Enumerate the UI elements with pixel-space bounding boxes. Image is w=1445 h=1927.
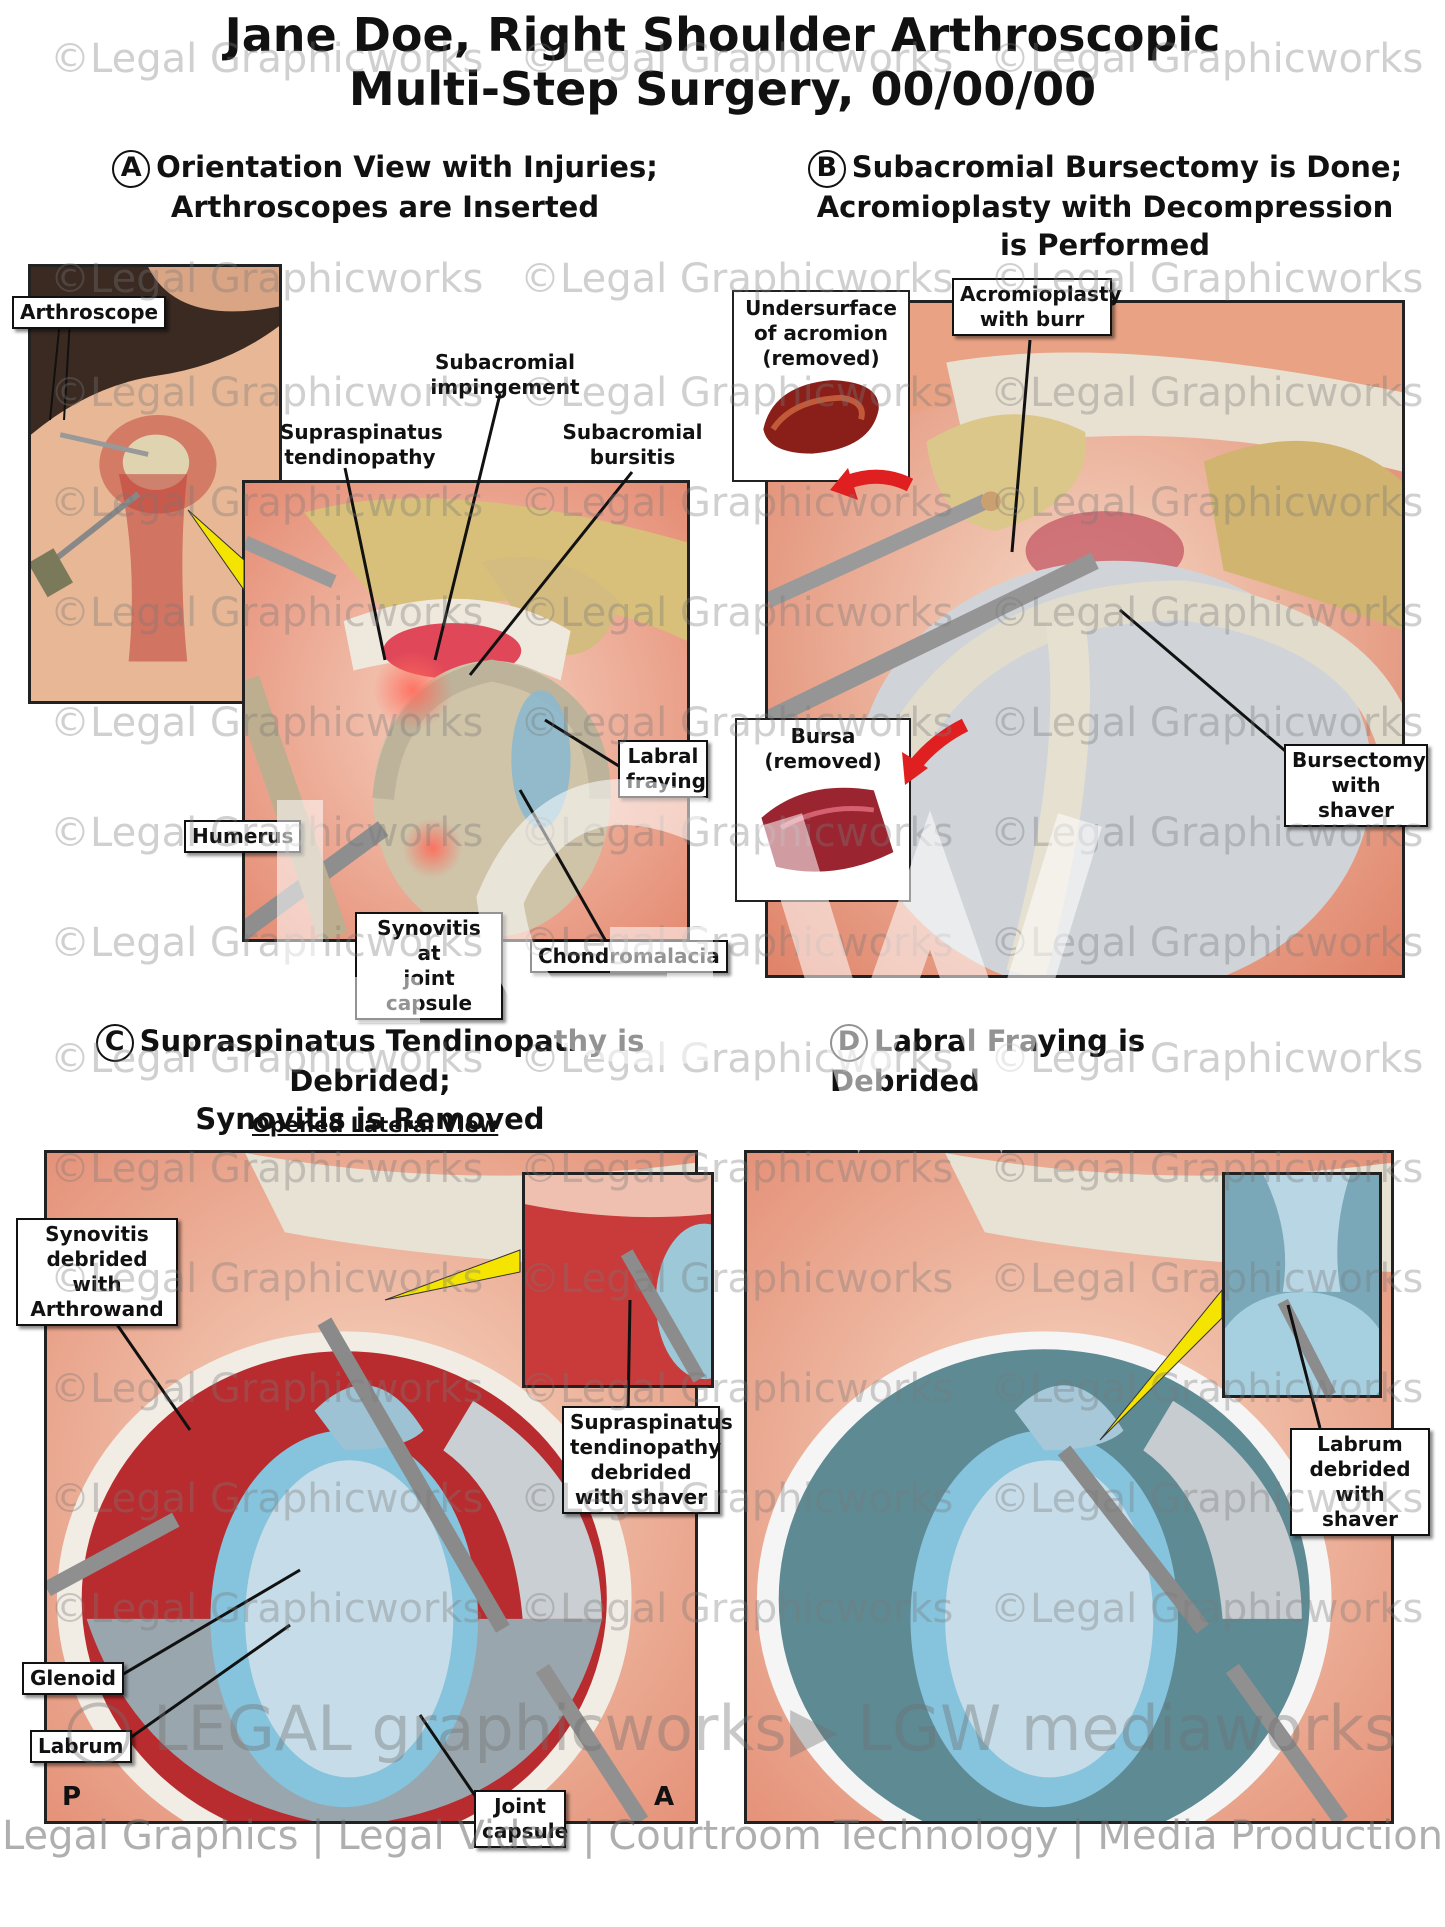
panel-a-letter-badge: A bbox=[112, 150, 151, 188]
label-bursectomy-line2: with shaver bbox=[1317, 773, 1395, 822]
label-undersurface-line3: (removed) bbox=[762, 346, 880, 370]
panel-a-title-line1: Orientation View with Injuries; bbox=[156, 150, 658, 184]
label-bursectomy-line1: Bursectomy bbox=[1292, 748, 1426, 772]
label-glenoid: Glenoid bbox=[22, 1662, 124, 1695]
label-acromioplasty-line1: Acromioplasty bbox=[960, 282, 1122, 306]
label-joint-capsule-line1: Joint bbox=[494, 1794, 546, 1818]
label-subacromial-impingement: Subacromial impingement bbox=[430, 350, 580, 400]
panel-c-closeup-inset bbox=[522, 1172, 714, 1388]
panel-c-subtitle: Opened Lateral View bbox=[252, 1113, 499, 1137]
body-orientation-illustration bbox=[31, 267, 279, 701]
label-joint-capsule: Joint capsule bbox=[474, 1790, 569, 1848]
orientation-anterior: A bbox=[654, 1782, 675, 1812]
label-undersurface-line1: Undersurface bbox=[745, 296, 897, 320]
label-supraspinatus-tendinopathy-line1: Supraspinatus bbox=[280, 420, 443, 444]
label-subacromial-impingement-line1: Subacromial bbox=[435, 350, 575, 374]
label-subacromial-bursitis: Subacromial bursitis bbox=[560, 420, 705, 470]
label-acromioplasty-burr: Acromioplasty with burr bbox=[952, 278, 1122, 336]
label-labral-fraying-line2: fraying bbox=[626, 769, 706, 793]
label-subacromial-bursitis-line2: bursitis bbox=[589, 445, 676, 469]
label-bursa-line2: (removed) bbox=[764, 749, 882, 773]
label-synovitis-line1: Synovitis at bbox=[377, 916, 481, 965]
page-title-line1: Jane Doe, Right Shoulder Arthroscopic bbox=[224, 8, 1221, 62]
label-labrum-debrided-line2: debrided bbox=[1309, 1457, 1411, 1481]
label-supra-debrided-line1: Supraspinatus bbox=[570, 1410, 733, 1434]
panel-c-title-line1: Supraspinatus Tendinopathy is Debrided; bbox=[139, 1024, 645, 1098]
label-arthroscope: Arthroscope bbox=[12, 296, 167, 329]
label-bursa-removed: Bursa (removed) bbox=[740, 724, 906, 774]
panel-b-letter-badge: B bbox=[807, 150, 846, 188]
shoulder-injury-illustration bbox=[245, 483, 687, 939]
panel-c-title-line2: Synovitis is Removed bbox=[195, 1102, 545, 1136]
label-acromioplasty-line2: with burr bbox=[979, 307, 1085, 331]
panel-a-title-line2: Arthroscopes are Inserted bbox=[170, 190, 600, 224]
label-synovitis-debrided-line3: Arthrowand bbox=[30, 1297, 164, 1321]
label-synovitis-debrided: Synovitis debrided with Arthrowand bbox=[16, 1218, 178, 1326]
label-synovitis-debrided-line1: Synovitis bbox=[45, 1222, 149, 1246]
brand-lgw-mediaworks: ▶ LGW mediaworks bbox=[790, 1692, 1396, 1765]
label-labrum-debrided: Labrum debrided with shaver bbox=[1290, 1428, 1430, 1536]
label-bursectomy-shaver: Bursectomy with shaver bbox=[1284, 744, 1428, 827]
brand-play-icon: ◯ bbox=[64, 1692, 134, 1765]
panel-b-title-line3: is Performed bbox=[999, 228, 1210, 262]
tendon-debridement-closeup bbox=[525, 1175, 711, 1385]
label-labrum-debrided-line1: Labrum bbox=[1317, 1432, 1403, 1456]
label-labral-fraying-line1: Labral bbox=[627, 744, 699, 768]
label-humerus: Humerus bbox=[184, 820, 302, 853]
orientation-posterior: P bbox=[62, 1782, 82, 1812]
label-subacromial-bursitis-line1: Subacromial bbox=[562, 420, 703, 444]
label-labrum-debrided-line3: with shaver bbox=[1321, 1482, 1399, 1531]
label-synovitis-debrided-line2: debrided with bbox=[46, 1247, 148, 1296]
label-supra-debrided-line4: with shaver bbox=[574, 1485, 708, 1509]
label-supraspinatus-tendinopathy-line2: tendinopathy bbox=[284, 445, 436, 469]
label-undersurface-acromion: Undersurface of acromion (removed) bbox=[737, 296, 905, 371]
label-supraspinatus-tendinopathy: Supraspinatus tendinopathy bbox=[280, 420, 443, 470]
label-bursa-line1: Bursa bbox=[790, 724, 856, 748]
label-supra-debrided-line2: tendinopathy bbox=[570, 1435, 722, 1459]
label-supra-debrided-line3: debrided bbox=[590, 1460, 692, 1484]
acromion-fragment-illustration bbox=[734, 292, 908, 480]
label-synovitis-joint-capsule: Synovitis at joint capsule bbox=[355, 912, 503, 1020]
brand-legal-text: LEGAL bbox=[153, 1692, 352, 1765]
brand-play-icon: ▶ bbox=[790, 1692, 838, 1765]
label-undersurface-line2: of acromion bbox=[753, 321, 889, 345]
panel-c-letter-badge: C bbox=[95, 1024, 134, 1062]
label-labrum: Labrum bbox=[30, 1730, 132, 1763]
panel-b-title-line2: Acromioplasty with Decompression bbox=[816, 190, 1394, 224]
label-synovitis-line2: joint capsule bbox=[385, 966, 473, 1015]
footer-services: Legal Graphics | Legal Video | Courtroom… bbox=[1, 1813, 1444, 1859]
panel-a-main-illustration bbox=[242, 480, 690, 942]
brand-graphicworks-text: graphicworks bbox=[371, 1692, 787, 1765]
label-joint-capsule-line2: capsule bbox=[482, 1819, 569, 1843]
label-labral-fraying: Labral fraying bbox=[618, 740, 708, 798]
brand-legal-graphicworks: ◯ LEGAL graphicworks bbox=[64, 1692, 787, 1765]
panel-d-letter-badge: D bbox=[830, 1024, 868, 1062]
panel-b-title-line1: Subacromial Bursectomy is Done; bbox=[851, 150, 1403, 184]
acromion-removed-inset bbox=[732, 290, 910, 482]
label-subacromial-impingement-line2: impingement bbox=[430, 375, 580, 399]
label-chondromalacia: Chondromalacia bbox=[530, 940, 728, 973]
label-supraspinatus-debrided: Supraspinatus tendinopathy debrided with… bbox=[562, 1406, 733, 1514]
panel-d-closeup-inset bbox=[1222, 1172, 1382, 1398]
panel-d-title-line1: Labral Fraying is Debrided bbox=[830, 1024, 1146, 1098]
page-title-line2: Multi-Step Surgery, 00/00/00 bbox=[348, 62, 1097, 116]
labrum-debridement-closeup bbox=[1225, 1175, 1379, 1395]
brand-lgw-text: LGW bbox=[857, 1692, 1002, 1765]
brand-mediaworks-text: mediaworks bbox=[1021, 1692, 1397, 1765]
